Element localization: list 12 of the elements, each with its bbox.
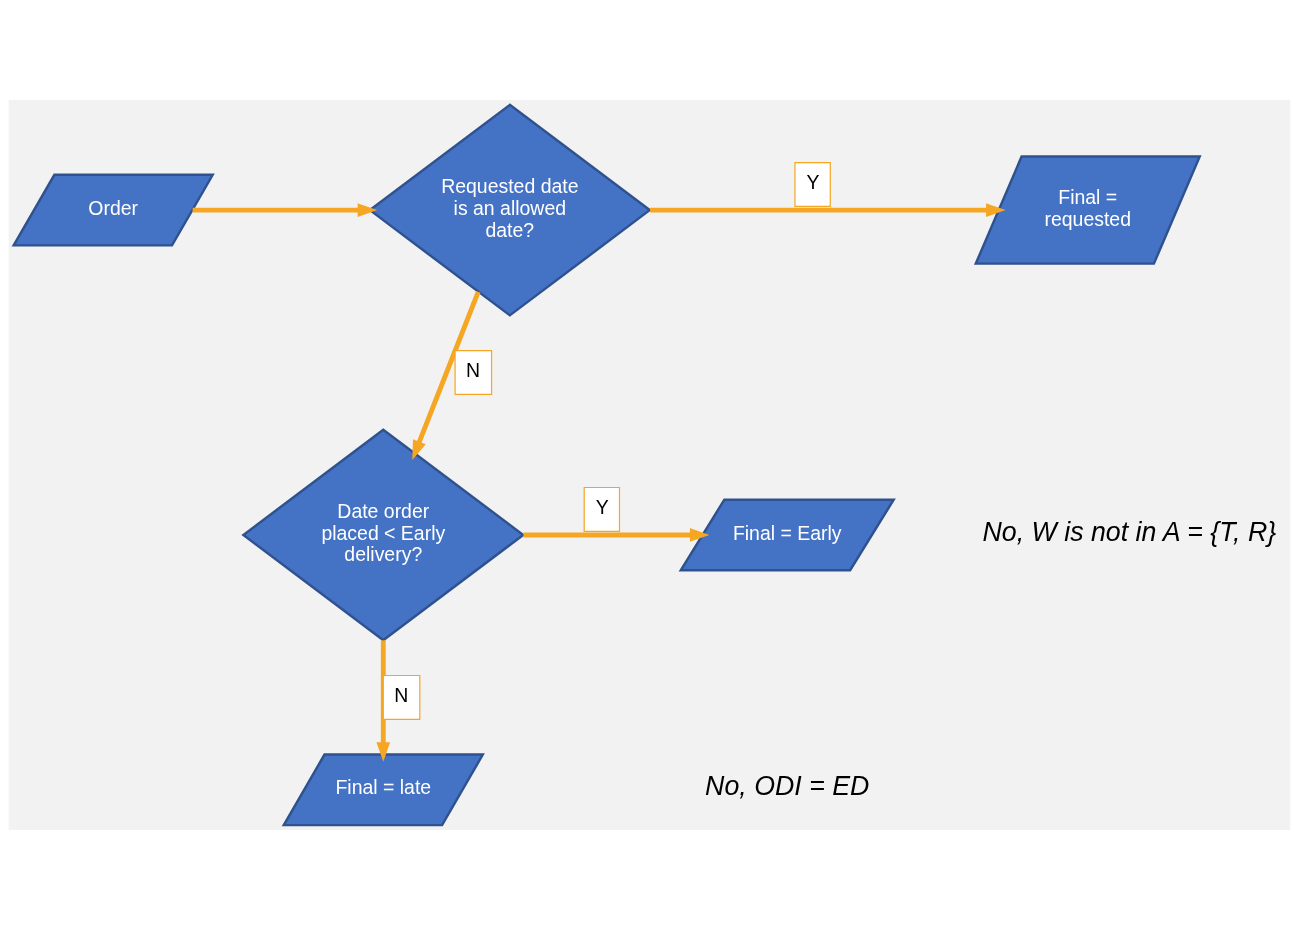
edge-label: N xyxy=(466,358,481,381)
label: No, W is not in A = {T, R} xyxy=(982,516,1277,547)
label: No, ODI = ED xyxy=(705,770,870,801)
node-diamond: Date order placed < Early delivery? xyxy=(241,427,526,642)
arrow xyxy=(376,639,391,762)
edge-label: Y xyxy=(806,170,820,193)
arrow xyxy=(412,290,481,460)
arrow xyxy=(192,202,378,217)
arrow xyxy=(523,527,710,542)
arrow xyxy=(650,202,1006,217)
edge-label: N xyxy=(394,683,409,706)
edge-label: Y xyxy=(595,495,609,518)
